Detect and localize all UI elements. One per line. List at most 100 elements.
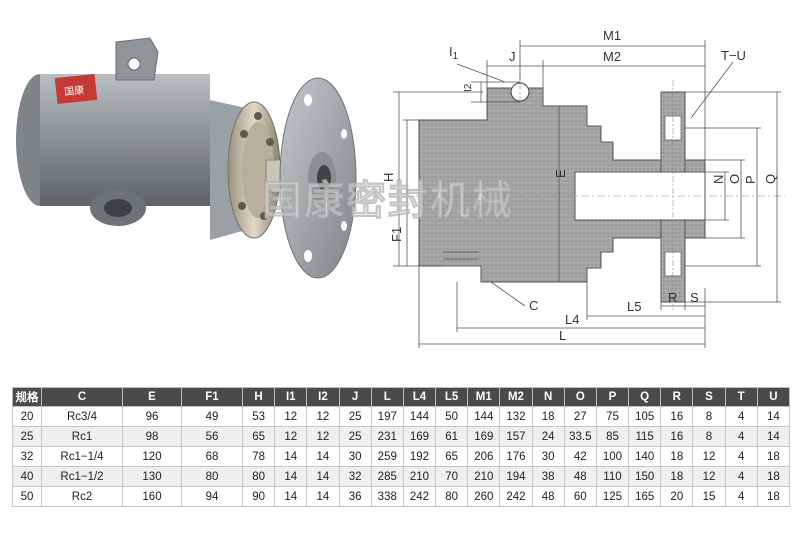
table-cell: 20 (12, 406, 42, 427)
col-header: M1 (467, 387, 501, 407)
table-cell: 50 (435, 406, 469, 427)
dim-p: P (743, 175, 758, 184)
col-header: L4 (402, 387, 437, 407)
dim-h: H (381, 173, 396, 182)
table-cell: Rc1−1/2 (41, 466, 123, 487)
table-cell: 18 (756, 466, 791, 487)
table-cell: 94 (181, 486, 243, 507)
col-header: S (692, 387, 726, 407)
table-cell: 242 (499, 486, 533, 507)
table-cell: 338 (370, 486, 404, 507)
col-header: L (370, 387, 404, 407)
technical-drawing: M1 M2 J I1 T−U I2 H F1 E N O P Q C R S L… (381, 28, 785, 348)
table-cell: 14 (756, 426, 791, 447)
col-header: T (724, 387, 758, 407)
table-cell: 12 (274, 426, 308, 447)
table-cell: 144 (467, 406, 501, 427)
table-cell: 157 (499, 426, 533, 447)
col-header: M2 (499, 387, 533, 407)
table-cell: 285 (370, 466, 404, 487)
dim-l5: L5 (627, 299, 641, 314)
table-cell: 169 (402, 426, 437, 447)
dim-m1: M1 (603, 28, 621, 43)
dim-r: R (668, 290, 677, 305)
table-cell: 259 (370, 446, 404, 467)
table-cell: 150 (628, 466, 662, 487)
table-cell: 15 (692, 486, 726, 507)
dim-o: O (727, 174, 742, 184)
table-cell: 197 (370, 406, 404, 427)
label-text: 国康 (64, 83, 85, 98)
dim-t-u: T−U (721, 48, 746, 63)
dim-e: E (553, 169, 568, 178)
table-cell: 18 (660, 466, 694, 487)
table-cell: Rc2 (41, 486, 123, 507)
table-cell: 14 (274, 486, 308, 507)
table-cell: 18 (756, 486, 791, 507)
dim-s: S (690, 290, 699, 305)
col-header: U (756, 387, 791, 407)
table-cell: 210 (402, 466, 437, 487)
table-cell: 169 (467, 426, 501, 447)
col-header: E (122, 387, 182, 407)
table-cell: 25 (338, 406, 372, 427)
dim-l4: L4 (565, 312, 579, 327)
table-cell: 206 (467, 446, 501, 467)
table-cell: 4 (724, 486, 758, 507)
table-cell: 25 (12, 426, 42, 447)
product-photo: 国康 (16, 37, 357, 279)
table-cell: 90 (241, 486, 276, 507)
table-cell: 165 (628, 486, 662, 507)
table-cell: 30 (531, 446, 565, 467)
table-cell: 80 (241, 466, 276, 487)
table-cell: 32 (12, 446, 42, 467)
table-cell: 120 (122, 446, 182, 467)
col-header: H (241, 387, 276, 407)
table-cell: 30 (338, 446, 372, 467)
dim-c: C (529, 298, 538, 313)
table-cell: Rc1−1/4 (41, 446, 123, 467)
table-cell: 36 (338, 486, 372, 507)
table-cell: 110 (595, 466, 630, 487)
table-cell: 20 (660, 486, 694, 507)
table-cell: 33.5 (563, 426, 597, 447)
table-cell: 132 (499, 406, 533, 427)
table-cell: 27 (563, 406, 597, 427)
table-cell: 61 (435, 426, 469, 447)
table-header-row: 规格 C E F1 H I1 I2 J L L4 L5 M1 M2 N O P … (12, 387, 791, 407)
table-cell: 14 (274, 446, 308, 467)
col-header: I1 (274, 387, 308, 407)
table-cell: 65 (435, 446, 469, 467)
table-cell: 40 (12, 466, 42, 487)
table-cell: 14 (306, 466, 340, 487)
table-cell: 18 (531, 406, 565, 427)
table-cell: 14 (306, 486, 340, 507)
col-header: R (660, 387, 694, 407)
col-header: P (595, 387, 630, 407)
table-cell: 12 (692, 466, 726, 487)
table-cell: 18 (660, 446, 694, 467)
table-cell: 96 (122, 406, 182, 427)
table-cell: 12 (306, 426, 340, 447)
table-cell: 70 (435, 466, 469, 487)
table-cell: Rc1 (41, 426, 123, 447)
table-cell: 4 (724, 426, 758, 447)
table-cell: 24 (531, 426, 565, 447)
table-cell: 16 (660, 426, 694, 447)
table-cell: 125 (595, 486, 630, 507)
table-cell: 4 (724, 406, 758, 427)
watermark: 国康密封机械 (262, 178, 514, 225)
table-cell: 68 (181, 446, 243, 467)
dim-i2: I2 (463, 83, 474, 92)
table-cell: 144 (402, 406, 437, 427)
table-cell: 75 (595, 406, 630, 427)
table-cell: 12 (692, 446, 726, 467)
table-cell: 18 (756, 446, 791, 467)
dim-i1: I1 (449, 44, 459, 62)
table-cell: 14 (756, 406, 791, 427)
table-cell: 194 (499, 466, 533, 487)
